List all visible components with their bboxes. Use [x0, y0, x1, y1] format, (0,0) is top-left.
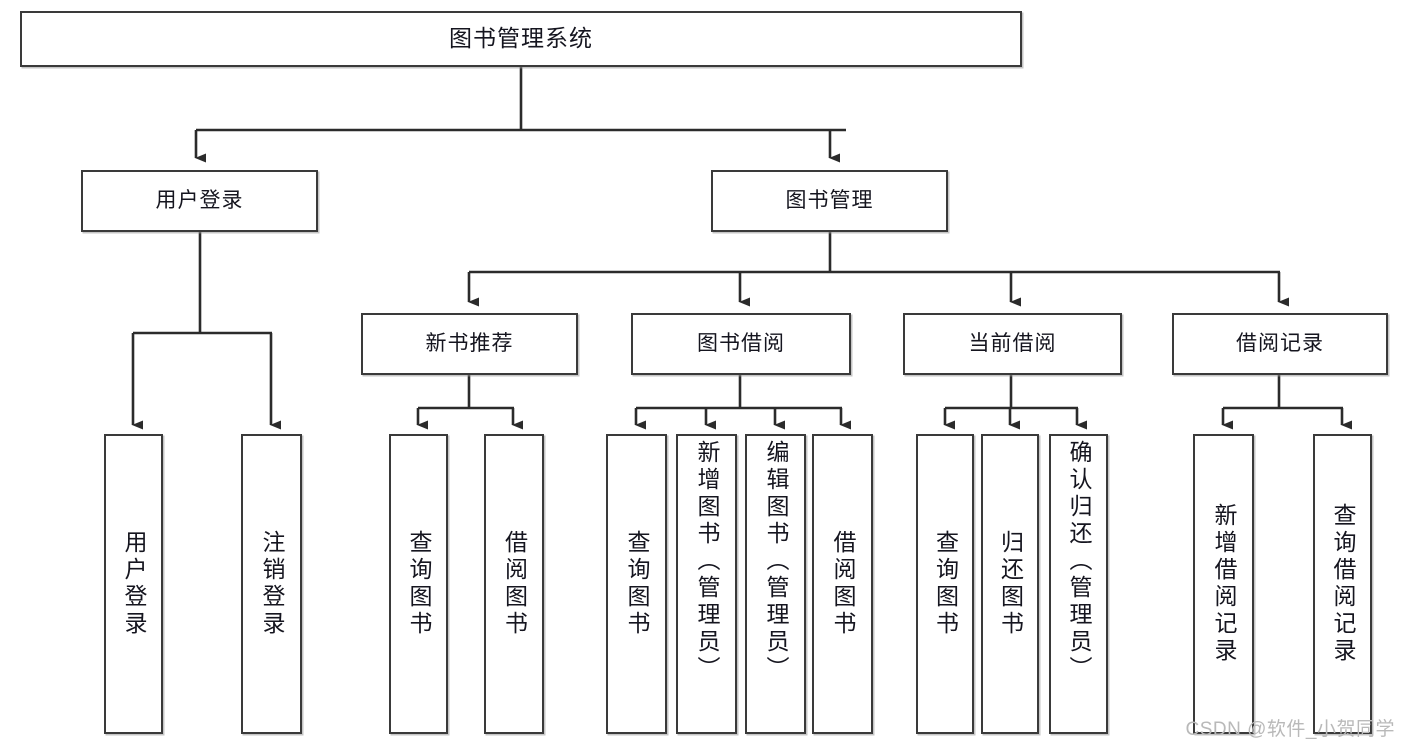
node-leaf-user-logout[interactable]: 注销登录 — [241, 434, 302, 734]
node-current-borrow[interactable]: 当前借阅 — [903, 313, 1122, 375]
node-leaf-query-book-1-label: 查询图书 — [406, 530, 432, 638]
node-leaf-query-book-2[interactable]: 查询图书 — [606, 434, 667, 734]
node-leaf-add-book-label: 新增图书（管理员） — [694, 440, 720, 683]
node-borrow-record-label: 借阅记录 — [1236, 332, 1324, 356]
node-root-label: 图书管理系统 — [449, 25, 593, 52]
node-leaf-query-record-label: 查询借阅记录 — [1330, 503, 1356, 665]
node-leaf-query-book-2-label: 查询图书 — [624, 530, 650, 638]
node-leaf-confirm-return-label: 确认归还（管理员） — [1066, 440, 1092, 683]
node-leaf-edit-book[interactable]: 编辑图书（管理员） — [745, 434, 806, 734]
node-leaf-query-book-3[interactable]: 查询图书 — [916, 434, 974, 734]
node-current-borrow-label: 当前借阅 — [968, 332, 1057, 356]
node-leaf-return-book[interactable]: 归还图书 — [981, 434, 1039, 734]
node-leaf-query-book-3-label: 查询图书 — [932, 530, 959, 638]
node-book-borrow[interactable]: 图书借阅 — [631, 313, 851, 375]
node-user-login-label: 用户登录 — [155, 189, 244, 213]
node-leaf-user-logout-label: 注销登录 — [259, 530, 285, 638]
node-leaf-add-book[interactable]: 新增图书（管理员） — [676, 434, 737, 734]
node-leaf-query-book-1[interactable]: 查询图书 — [389, 434, 448, 734]
node-leaf-borrow-book-1-label: 借阅图书 — [501, 530, 528, 638]
node-leaf-borrow-book-2[interactable]: 借阅图书 — [812, 434, 873, 734]
node-leaf-user-login[interactable]: 用户登录 — [104, 434, 163, 734]
node-book-manage-label: 图书管理 — [785, 189, 874, 213]
node-leaf-borrow-book-1[interactable]: 借阅图书 — [484, 434, 544, 734]
node-leaf-add-record[interactable]: 新增借阅记录 — [1193, 434, 1254, 734]
csdn-watermark: CSDN @软件_小贺同学 — [1185, 719, 1395, 740]
node-new-book-recommend[interactable]: 新书推荐 — [361, 313, 578, 375]
node-leaf-query-record[interactable]: 查询借阅记录 — [1313, 434, 1372, 734]
node-leaf-return-book-label: 归还图书 — [997, 530, 1024, 638]
node-leaf-user-login-label: 用户登录 — [121, 530, 147, 638]
node-leaf-confirm-return[interactable]: 确认归还（管理员） — [1049, 434, 1108, 734]
node-leaf-edit-book-label: 编辑图书（管理员） — [763, 440, 789, 683]
node-root[interactable]: 图书管理系统 — [20, 11, 1022, 67]
node-leaf-add-record-label: 新增借阅记录 — [1211, 503, 1237, 665]
node-book-manage[interactable]: 图书管理 — [711, 170, 948, 232]
node-leaf-borrow-book-2-label: 借阅图书 — [830, 530, 856, 638]
node-user-login[interactable]: 用户登录 — [81, 170, 318, 232]
node-new-book-recommend-label: 新书推荐 — [425, 332, 514, 356]
node-book-borrow-label: 图书借阅 — [697, 332, 785, 356]
node-borrow-record[interactable]: 借阅记录 — [1172, 313, 1388, 375]
